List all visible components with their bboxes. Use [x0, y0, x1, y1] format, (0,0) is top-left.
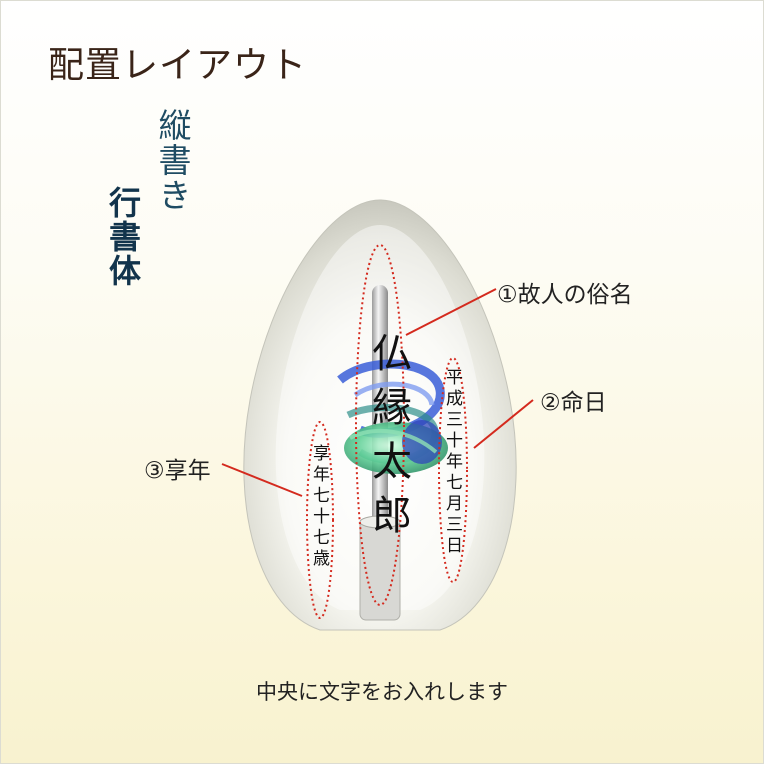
deceased-name-inscription: 仏縁太郎 [365, 332, 411, 548]
font-style-label: 行書体 [104, 186, 142, 288]
page-title: 配置レイアウト [48, 45, 308, 86]
name-guide-oval [355, 244, 405, 606]
orientation-label: 縦書き [153, 108, 192, 213]
age-callout-line [221, 463, 303, 497]
date-callout-label: ②命日 [540, 390, 607, 416]
name-callout-line [405, 288, 497, 336]
age-at-death-inscription: 享年七十七歳 [309, 444, 329, 570]
date-guide-oval [438, 357, 468, 583]
name-callout-label: ①故人の俗名 [497, 282, 633, 308]
age-callout-label: ③享年 [144, 458, 211, 484]
death-date-inscription: 平成三十年七月三日 [442, 368, 462, 557]
urn-capsule-top [359, 515, 401, 529]
urn-swirl [337, 359, 448, 474]
urn-illustration [221, 199, 534, 631]
date-callout-line [473, 399, 534, 449]
age-guide-oval [306, 421, 334, 619]
placement-caption: 中央に文字をお入れします [256, 680, 508, 704]
